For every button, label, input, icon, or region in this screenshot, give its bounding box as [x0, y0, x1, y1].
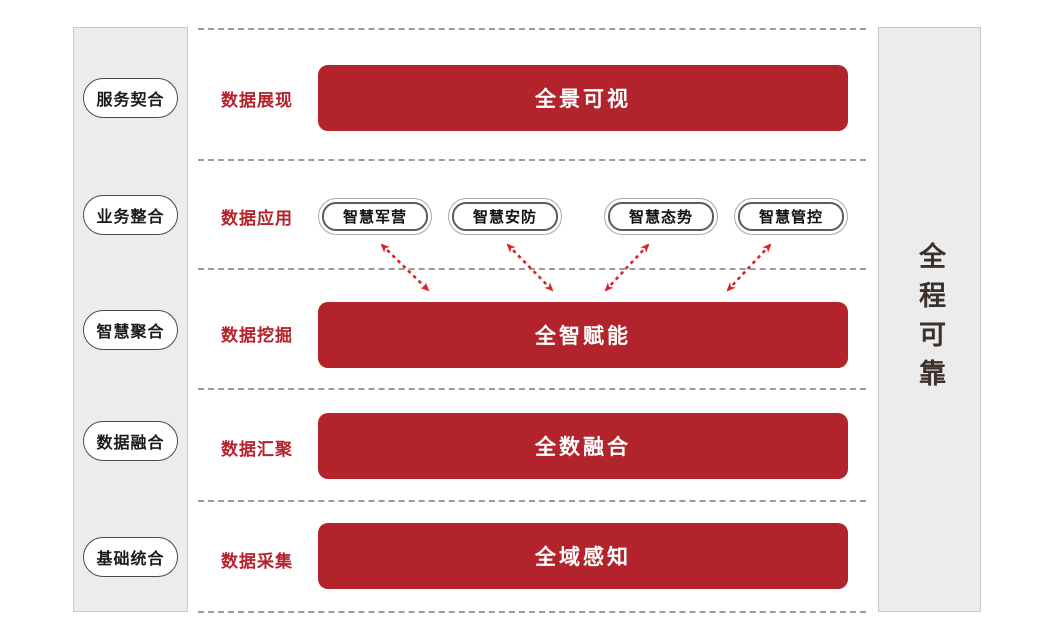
app-pill-label: 智慧军营	[322, 202, 428, 231]
app-pill-label: 智慧安防	[452, 202, 558, 231]
right-sidebar: 全程可靠	[878, 27, 981, 612]
row-label-data-aggregation: 数据汇聚	[221, 440, 293, 460]
left-sidebar: 服务契合 业务整合 智慧聚合 数据融合 基础统合	[73, 27, 188, 612]
bar-panoramic-visibility: 全景可视	[318, 65, 848, 131]
separator-line	[198, 388, 866, 390]
bar-full-data-fusion: 全数融合	[318, 413, 848, 479]
left-pill-data-fusion: 数据融合	[83, 421, 178, 461]
left-pill-business-integration: 业务整合	[83, 195, 178, 235]
separator-line	[198, 611, 866, 613]
row-label-data-mining: 数据挖掘	[221, 326, 293, 346]
separator-line	[198, 159, 866, 161]
bar-full-domain-sensing: 全域感知	[318, 523, 848, 589]
app-pill-smart-security: 智慧安防	[448, 198, 562, 235]
row-label-data-display: 数据展现	[221, 91, 293, 111]
right-sidebar-title: 全程可靠	[914, 241, 945, 398]
app-pill-label: 智慧态势	[608, 202, 714, 231]
separator-line	[198, 500, 866, 502]
bar-full-intelligence: 全智赋能	[318, 302, 848, 368]
row-label-data-collection: 数据采集	[221, 552, 293, 572]
app-pill-smart-barracks: 智慧军营	[318, 198, 432, 235]
separator-line	[198, 268, 866, 270]
left-pill-basic-unification: 基础统合	[83, 537, 178, 577]
app-pill-smart-control: 智慧管控	[734, 198, 848, 235]
left-pill-service-fit: 服务契合	[83, 78, 178, 118]
separator-line	[198, 28, 866, 30]
app-pill-smart-situation: 智慧态势	[604, 198, 718, 235]
left-pill-wisdom-aggregation: 智慧聚合	[83, 310, 178, 350]
row-label-data-application: 数据应用	[221, 209, 293, 229]
app-pill-label: 智慧管控	[738, 202, 844, 231]
